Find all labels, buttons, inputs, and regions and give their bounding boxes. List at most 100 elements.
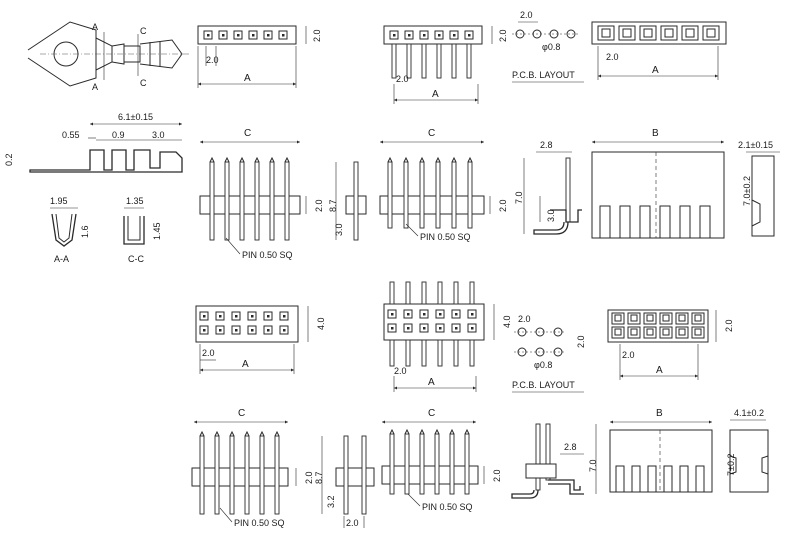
pin-tip [224, 156, 230, 163]
dual-front-base: 2.0 [304, 471, 314, 484]
single-socket-width: 2.1±0.15 [738, 140, 773, 150]
pin [437, 281, 443, 305]
pin [466, 43, 472, 79]
pin [419, 161, 425, 229]
pin-tip [419, 156, 425, 163]
pin-cavity [263, 30, 273, 40]
pin-cavity [247, 311, 257, 321]
dual-ra-height-70: 7.0 [588, 459, 598, 472]
dual-top-pitch: 2.0 [202, 348, 215, 358]
pin [419, 433, 425, 495]
pin [469, 281, 475, 305]
pin-cavity [419, 309, 429, 319]
pin-dot [471, 327, 474, 330]
socket-cavity [597, 25, 615, 41]
socket-contact [622, 28, 632, 38]
dual-pcb-row-pitch: 2.0 [576, 335, 586, 348]
pin-tip [199, 430, 205, 437]
socket-slot [615, 465, 625, 493]
dim-145: 1.45 [152, 222, 162, 240]
single-row-right-angle-side: 2.8 7.0 3.0 [514, 140, 582, 235]
pin-dot [423, 313, 426, 316]
pin-cavity [419, 323, 429, 333]
socket-contact [678, 328, 686, 336]
socket-cavity [611, 312, 625, 325]
pin-tip [451, 156, 457, 163]
pin-cavity [389, 30, 399, 40]
pin-dot [267, 315, 270, 318]
pin [209, 161, 215, 241]
pin-dot [252, 34, 255, 37]
dual-front-dim-c: C [238, 408, 245, 419]
socket-cavity [691, 326, 705, 339]
pin-tip [434, 428, 440, 435]
dim-055: 0.55 [62, 130, 80, 140]
dim-135: 1.35 [126, 196, 144, 206]
dual-row-straight-header-front: C PIN 0.50 SQ 2.0 [191, 408, 314, 528]
pin [389, 339, 395, 367]
dual-side-pitch: 2.0 [346, 518, 359, 528]
section-c-top-label: C [140, 26, 147, 36]
single-smt-base: 2.0 [498, 199, 508, 212]
dual-pins-pitch: 2.0 [394, 366, 407, 376]
single-row-smt-header-front: C PIN 0.50 SQ 2.0 [379, 128, 508, 242]
pin-dot [222, 34, 225, 37]
socket-contact [694, 314, 702, 322]
socket-contact [694, 328, 702, 336]
pin [389, 433, 395, 495]
pin-cavity [467, 309, 477, 319]
pin-dot [439, 313, 442, 316]
pin-dot [393, 34, 396, 37]
pin-dot [423, 34, 426, 37]
dual-row-straight-header-side: 8.7 3.2 2.0 [314, 435, 375, 528]
dim-30: 3.0 [152, 130, 165, 140]
single-row-socket-top-view: A 2.0 [591, 21, 727, 80]
pin-cavity [247, 325, 257, 335]
socket-contact [706, 28, 716, 38]
single-ra-height-30: 3.0 [546, 209, 556, 222]
single-side-height-87: 8.7 [328, 199, 338, 212]
pin-cavity [231, 325, 241, 335]
pin [405, 281, 411, 305]
single-row-pcb-layout: 2.0 φ0.8 P.C.B. LAYOUT [512, 10, 584, 83]
pin-tip [403, 156, 409, 163]
socket-cavity [675, 312, 689, 325]
pin-tip [435, 156, 441, 163]
single-pcb-hole: φ0.8 [542, 42, 560, 52]
pin-tip [229, 430, 235, 437]
single-side-height-30: 3.0 [334, 223, 344, 236]
pin-dot [207, 34, 210, 37]
pin-dot [251, 315, 254, 318]
socket-slot [659, 205, 671, 239]
single-smt-dim-c: C [428, 128, 435, 139]
pin [254, 161, 260, 241]
single-pcb-layout-title: P.C.B. LAYOUT [512, 70, 575, 80]
dual-socket-dim-a: A [656, 365, 663, 376]
pin [449, 433, 455, 495]
socket-cavity [691, 312, 705, 325]
socket-cavity [681, 25, 699, 41]
socket-contact [685, 28, 695, 38]
single-front-dim-c: C [244, 128, 251, 139]
socket-contact [646, 314, 654, 322]
pin-cavity [278, 30, 288, 40]
pin-dot [235, 315, 238, 318]
pin-cavity [449, 30, 459, 40]
section-c-c: 1.35 1.45 C-C [123, 196, 162, 264]
pin-dot [471, 313, 474, 316]
socket-slot [679, 205, 691, 239]
pin [229, 435, 235, 515]
dual-socket-pitch: 2.0 [622, 350, 635, 360]
dim-09: 0.9 [112, 130, 125, 140]
pin-cavity [233, 30, 243, 40]
single-pins-pitch: 2.0 [396, 74, 409, 84]
pin-cavity [215, 311, 225, 321]
single-socket-pitch: 2.0 [606, 52, 619, 62]
pin-tip [214, 430, 220, 437]
pin-dot [391, 327, 394, 330]
dual-ra-dim-28: 2.8 [564, 442, 577, 452]
socket-cavity [639, 25, 657, 41]
pin-dot [408, 34, 411, 37]
socket-slot [631, 465, 641, 493]
